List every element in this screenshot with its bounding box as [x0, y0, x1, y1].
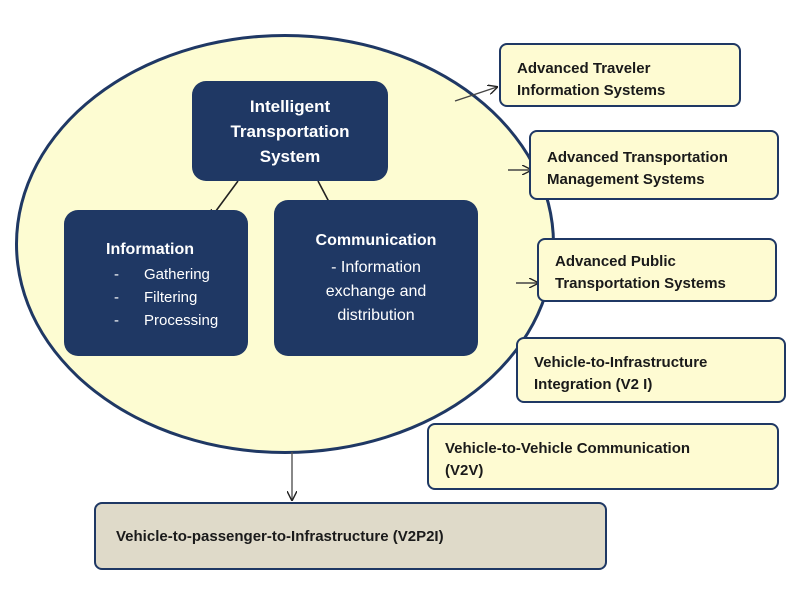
box-line: Advanced Traveler: [517, 60, 651, 77]
box-line: Transportation Systems: [555, 275, 726, 292]
box-line: Vehicle-to-Infrastructure: [534, 354, 708, 371]
information-item: - Filtering: [114, 286, 218, 309]
transportation-management-systems-box: Advanced Transportation Management Syste…: [529, 130, 779, 200]
box-line: Advanced Transportation: [547, 149, 728, 166]
information-item-label: Filtering: [144, 289, 198, 306]
box-line: Integration (V2 I): [534, 376, 653, 393]
its-title-line: Transportation: [230, 121, 350, 141]
communication-line: - Information: [331, 259, 421, 276]
information-item: - Gathering: [114, 263, 218, 286]
traveler-information-systems-box: Advanced Traveler Information Systems: [499, 43, 741, 107]
box-line: (V2V): [445, 462, 484, 479]
information-item-label: Gathering: [144, 266, 210, 283]
its-core-box: Intelligent Transportation System: [192, 81, 388, 181]
public-transportation-systems-box: Advanced Public Transportation Systems: [537, 238, 777, 302]
communication-line: exchange and: [325, 283, 427, 300]
communication-line: distribution: [337, 307, 415, 324]
vehicle-to-infrastructure-box: Vehicle-to-Infrastructure Integration (V…: [516, 337, 786, 403]
communication-box: Communication - Information exchange and…: [274, 200, 478, 356]
bullet-dash: -: [114, 289, 119, 306]
bullet-dash: -: [114, 266, 119, 283]
arrow-to-traveler-info: [454, 87, 497, 102]
box-line: Advanced Public: [555, 253, 676, 270]
communication-title: Communication: [315, 232, 437, 249]
information-item-label: Processing: [144, 312, 219, 329]
communication-body: - Information exchange and distribution: [274, 256, 478, 328]
information-title: Information: [106, 241, 194, 258]
v2p2i-box: Vehicle-to-passenger-to-Infrastructure (…: [94, 502, 607, 570]
its-title-line: System: [259, 146, 321, 166]
bullet-dash: -: [114, 312, 119, 329]
vehicle-to-vehicle-box: Vehicle-to-Vehicle Communication (V2V): [427, 423, 779, 490]
information-box: Information - Gathering - Filtering - Proce…: [64, 210, 248, 356]
box-line: Information Systems: [517, 82, 666, 99]
box-line: Management Systems: [547, 171, 705, 188]
v2p2i-label: Vehicle-to-passenger-to-Infrastructure (…: [116, 527, 444, 545]
box-line: Vehicle-to-Vehicle Communication: [445, 440, 691, 457]
information-list: - Gathering - Filtering - Processing: [114, 263, 218, 332]
its-title-line: Intelligent: [249, 96, 331, 116]
information-item: - Processing: [114, 309, 218, 332]
